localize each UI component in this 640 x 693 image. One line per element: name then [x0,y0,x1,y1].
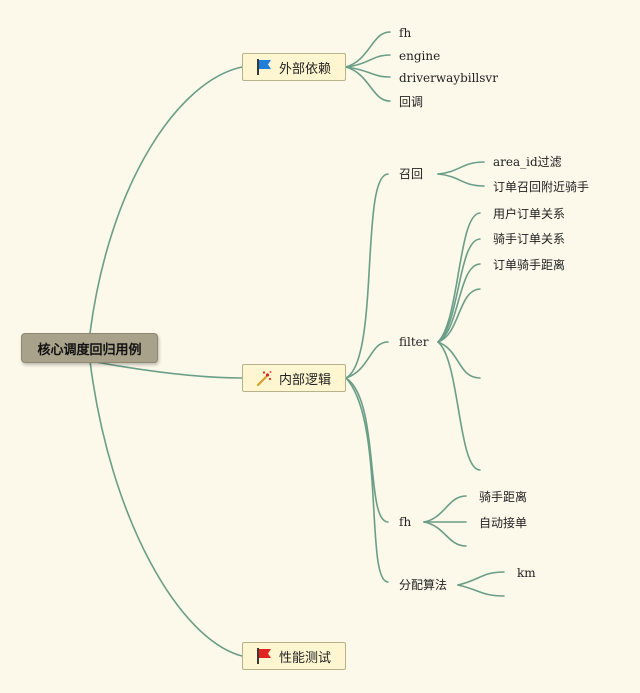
blue-flag-icon [255,58,273,76]
connector-external-fh [345,31,391,68]
leaf-filter-user-order[interactable]: 用户订单关系 [493,207,566,221]
connector-filter-3 [437,263,481,343]
connector-algo-km [457,571,505,586]
leaf-external-engine[interactable]: engine [399,49,441,63]
connector-filter-1 [437,212,481,343]
connector-fh-empty [423,521,467,547]
connector-recall-order [437,173,485,187]
connector-internal-filter [345,341,389,379]
leaf-external-callback[interactable]: 回调 [399,95,424,109]
red-flag-icon [255,647,273,665]
connector-internal-recall [345,173,389,379]
connector-external-driverwaybillsvr [345,66,391,78]
leaf-fh-auto-accept[interactable]: 自动接单 [479,516,528,530]
leaf-recall-area-filter[interactable]: area_id过滤 [493,155,562,169]
connector-root-internal [89,360,243,379]
node-fh[interactable]: fh [399,515,412,529]
node-recall[interactable]: 召回 [399,167,424,181]
root-node[interactable]: 核心调度回归用例 [21,333,158,363]
root-label: 核心调度回归用例 [37,342,142,358]
connector-filter-2 [437,238,481,343]
leaf-filter-rider-order[interactable]: 骑手订单关系 [493,232,566,246]
node-algo[interactable]: 分配算法 [399,578,448,592]
node-filter[interactable]: filter [399,335,429,349]
branch-external[interactable]: 外部依赖 [242,53,346,81]
connector-root-performance [89,360,243,657]
leaf-external-driverwaybillsvr[interactable]: driverwaybillsvr [399,71,498,85]
connector-filter-4 [437,288,481,343]
branch-internal[interactable]: 内部逻辑 [242,364,346,392]
leaf-recall-order-nearby[interactable]: 订单召回附近骑手 [493,180,590,194]
branch-performance-label: 性能测试 [279,650,332,666]
connector-external-engine [345,54,391,68]
leaf-external-fh[interactable]: fh [399,26,412,40]
connector-fh-distance [423,495,467,523]
leaf-algo-km[interactable]: km [517,566,536,580]
branch-internal-label: 内部逻辑 [279,372,332,388]
connector-internal-fh [345,377,389,523]
magic-wand-icon [255,369,273,387]
connector-filter-6 [437,341,481,471]
leaf-filter-order-rider-distance[interactable]: 订单骑手距离 [493,258,566,272]
connector-external-callback [345,66,391,102]
branch-external-label: 外部依赖 [279,61,332,77]
branch-performance[interactable]: 性能测试 [242,642,346,670]
connector-internal-algo [345,377,389,583]
connector-recall-area [437,161,485,175]
connector-root-external [89,66,243,334]
leaf-fh-rider-distance[interactable]: 骑手距离 [479,490,528,504]
connector-algo-empty [457,584,505,597]
connector-filter-5 [437,341,481,379]
